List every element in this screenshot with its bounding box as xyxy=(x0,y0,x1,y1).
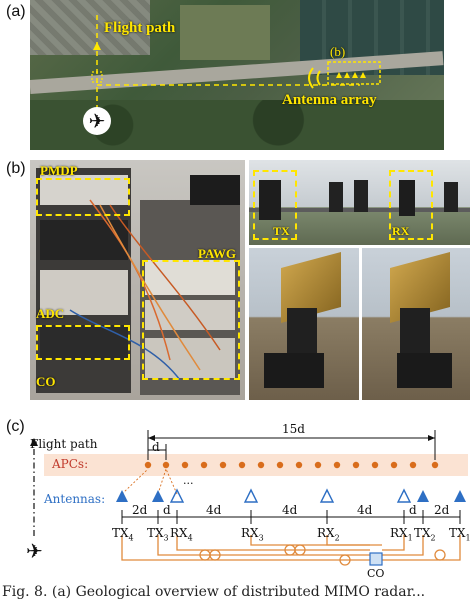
horn-3 xyxy=(354,180,368,212)
apc-dots xyxy=(144,461,439,469)
pmdp-box xyxy=(36,178,130,216)
panel-c-label: (c) xyxy=(6,418,25,435)
co-box xyxy=(36,325,130,360)
ellipsis-label: ... xyxy=(183,474,194,487)
spacing-label: 2d xyxy=(434,503,450,517)
antenna-label-tx4: TX4 xyxy=(112,526,134,543)
horn-1 xyxy=(259,180,281,220)
antenna-label-rx4: RX4 xyxy=(170,526,193,543)
antenna-label-rx3: RX3 xyxy=(241,526,264,543)
base-rx xyxy=(397,353,452,388)
antenna-label-rx1: RX1 xyxy=(390,526,413,543)
spacing-label: d xyxy=(409,503,417,517)
panel-a-label: (a) xyxy=(6,3,26,20)
pawg-box xyxy=(142,260,240,380)
antenna-label-tx2: TX2 xyxy=(414,526,436,543)
pmdp-label: PMDP xyxy=(40,163,78,178)
antenna-markers xyxy=(116,488,466,503)
flight-path-label-c: Flight path xyxy=(30,437,98,451)
spacing-label: 2d xyxy=(132,503,148,517)
antennas-label: Antennas: xyxy=(44,492,106,506)
panel-b-label: (b) xyxy=(6,160,26,177)
positioner-rx xyxy=(400,308,430,358)
aerial-photo: ✈ Flight path Antenna array (b) xyxy=(30,0,444,150)
instrument-4 xyxy=(40,325,128,360)
span-15d-label: 15d xyxy=(282,422,305,436)
flight-path-overlay xyxy=(91,15,381,110)
antenna-label-tx3: TX3 xyxy=(147,526,169,543)
base xyxy=(264,353,324,388)
apcs-label: APCs: xyxy=(52,457,89,471)
figure-caption: Fig. 8. (a) Geological overview of distr… xyxy=(2,584,426,600)
horn-4 xyxy=(399,180,415,216)
spacing-label: d xyxy=(163,503,171,517)
monitor xyxy=(190,175,240,205)
instrument-7 xyxy=(145,338,235,378)
instrument-5 xyxy=(145,260,235,295)
flight-path-label: Flight path xyxy=(104,20,176,36)
positioner xyxy=(287,308,317,358)
tx-label: TX xyxy=(273,224,290,238)
town-area xyxy=(30,0,150,55)
spacing-label: 4d xyxy=(357,503,373,517)
field-area xyxy=(180,5,270,60)
instrument-3 xyxy=(40,270,128,315)
svg-text:✈: ✈ xyxy=(26,539,43,563)
horn-5 xyxy=(444,182,458,212)
co-label-c: CO xyxy=(367,567,385,580)
antenna-label-tx1: TX1 xyxy=(449,526,471,543)
span-d-label: d xyxy=(152,440,160,454)
rx-horn-photo xyxy=(362,248,470,400)
adc-label: ADC xyxy=(36,306,65,321)
spacing-label: 4d xyxy=(282,503,298,517)
tx-horn-photo xyxy=(249,248,359,400)
co-label: CO xyxy=(36,374,56,389)
tx-box xyxy=(253,170,297,240)
instrument-1 xyxy=(40,175,128,205)
rx-label: RX xyxy=(392,224,410,238)
pawg-label: PAWG xyxy=(198,246,237,261)
spacing-label: 4d xyxy=(206,503,222,517)
equipment-rack-photo: PMDP PAWG ADC CO xyxy=(30,160,245,400)
rx-box xyxy=(389,170,433,240)
tx-rx-array-photo: TX RX xyxy=(249,160,470,245)
instrument-2 xyxy=(40,220,128,260)
inset-b-label: (b) xyxy=(330,44,346,59)
antenna-array-label: Antenna array xyxy=(282,92,377,108)
horn-2 xyxy=(329,182,343,212)
antenna-label-rx2: RX2 xyxy=(317,526,340,543)
airplane-icon: ✈ xyxy=(83,107,111,135)
array-diagram: ✈ xyxy=(26,430,468,566)
